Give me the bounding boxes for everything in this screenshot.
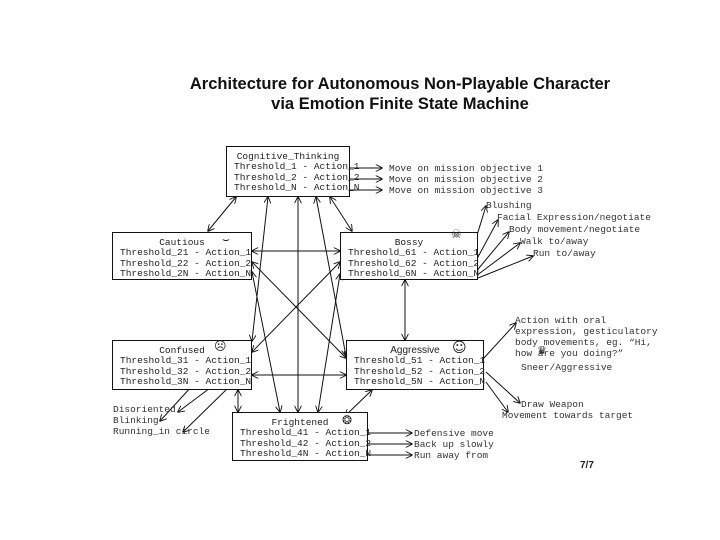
output-label: Move on mission objective 3 xyxy=(389,185,543,196)
state-row: Threshold_52 - Action_2 xyxy=(354,365,486,377)
arrow-confused-blinking xyxy=(160,385,193,421)
output-label: Movement towards target xyxy=(502,410,634,421)
output-label: Draw Weapon xyxy=(521,399,584,410)
output-label: how are you doing?” xyxy=(515,348,624,359)
output-label: Running_in circle xyxy=(113,426,210,437)
state-confused: Confused Threshold_31 - Action_1 Thresho… xyxy=(112,340,252,390)
state-row: Threshold_21 - Action_1 xyxy=(120,247,252,258)
state-row: Threshold_41 - Action_1 xyxy=(240,427,372,438)
arrow-aggressive-movement xyxy=(485,381,508,412)
arrow-confused-running xyxy=(183,387,229,432)
diagram-title: Architecture for Autonomous Non-Playable… xyxy=(160,74,640,114)
state-name: Bossy xyxy=(394,237,424,248)
frightened-face-icon: ❂ xyxy=(342,413,353,427)
arrow-confused-disoriented xyxy=(178,387,211,412)
state-cautious: Cautious Threshold_21 - Action_1 Thresho… xyxy=(112,232,252,280)
bossy-face-icon: ☠ xyxy=(451,227,462,241)
output-label: Facial Expression/negotiate xyxy=(497,212,651,223)
arrow-aggressive-weapon xyxy=(485,371,520,403)
page-number: 7/7 xyxy=(580,460,594,471)
state-bossy: Bossy Threshold_61 - Action_1 Threshold_… xyxy=(340,232,480,280)
state-row: Threshold_42 - Action_2 xyxy=(240,437,372,449)
output-label: Walk to/away xyxy=(520,236,589,247)
state-row: Threshold_4N - Action_N xyxy=(240,448,372,460)
state-name: Aggressive xyxy=(390,345,440,356)
output-label: Blushing xyxy=(486,200,532,211)
state-row: Threshold_2N - Action_N xyxy=(120,268,252,280)
state-row: Threshold_5N - Action_N xyxy=(354,376,486,388)
state-row: Threshold_6N - Action_N xyxy=(348,268,480,280)
state-name: Cautious xyxy=(159,237,205,248)
arrow-bossy-body xyxy=(473,232,509,275)
state-row: Threshold_61 - Action_1 xyxy=(348,247,480,258)
state-name: Frightened xyxy=(271,417,329,428)
output-label: Sneer/Aggressive xyxy=(521,362,613,373)
output-label: Move on mission objective 2 xyxy=(389,174,543,185)
output-label: Action with oral xyxy=(515,315,607,326)
output-label: Back up slowly xyxy=(414,439,494,450)
state-row: Threshold_3N - Action_N xyxy=(120,376,252,388)
output-label: Run to/away xyxy=(533,248,596,259)
arrow-cognitive-bossy xyxy=(330,197,352,231)
state-row: Threshold_N - Action_N xyxy=(234,182,360,194)
state-frightened: Frightened Threshold_41 - Action_1 Thres… xyxy=(232,412,372,461)
title-line-1: Architecture for Autonomous Non-Playable… xyxy=(189,75,611,93)
worried-face-icon: ⌣ xyxy=(222,232,230,246)
state-row: Threshold_32 - Action_2 xyxy=(120,365,252,377)
output-label: Body movement/negotiate xyxy=(509,224,641,235)
sneer-face-icon: ♛ xyxy=(537,344,547,357)
arrow-bossy-run xyxy=(477,256,533,279)
state-cognitive-thinking: Cognitive_Thinking Threshold_1 - Action_… xyxy=(226,146,360,197)
state-row: Threshold_2 - Action_2 xyxy=(234,171,360,183)
output-label: body movements, eg. “Hi, xyxy=(515,337,652,348)
output-label: Blinking xyxy=(113,415,159,426)
arrow-bossy-frightened xyxy=(318,274,340,412)
arrow-aggressive-frightened xyxy=(345,390,372,416)
state-name: Confused xyxy=(159,345,205,356)
state-row: Threshold_31 - Action_1 xyxy=(120,355,252,366)
arrow-cognitive-cautious xyxy=(208,197,236,231)
output-label: expression, gesticulatory xyxy=(515,326,658,337)
output-label: Disoriented xyxy=(113,404,176,415)
output-label: Defensive move xyxy=(414,428,494,439)
arrow-bossy-confused xyxy=(252,262,340,352)
state-row: Threshold_22 - Action_2 xyxy=(120,257,252,269)
grinning-face-icon: ☺ xyxy=(452,340,467,356)
title-line-2: via Emotion Finite State Machine xyxy=(271,95,529,113)
state-row: Threshold_51 - Action_1 xyxy=(354,355,486,366)
output-label: Move on mission objective 1 xyxy=(389,163,543,174)
arrow-cautious-frightened xyxy=(252,272,280,412)
arrow-cognitive-confused xyxy=(252,197,268,341)
arrow-aggressive-oral xyxy=(483,323,516,359)
arrow-bossy-walk xyxy=(475,243,520,277)
state-name: Cognitive_Thinking xyxy=(236,151,340,162)
state-row: Threshold_62 - Action_2 xyxy=(348,257,480,269)
state-row: Threshold_1 - Action_1 xyxy=(234,161,360,172)
output-label: Run away from xyxy=(414,450,489,461)
confused-face-icon: ☹ xyxy=(214,339,227,353)
state-aggressive: Aggressive Threshold_51 - Action_1 Thres… xyxy=(346,340,486,390)
